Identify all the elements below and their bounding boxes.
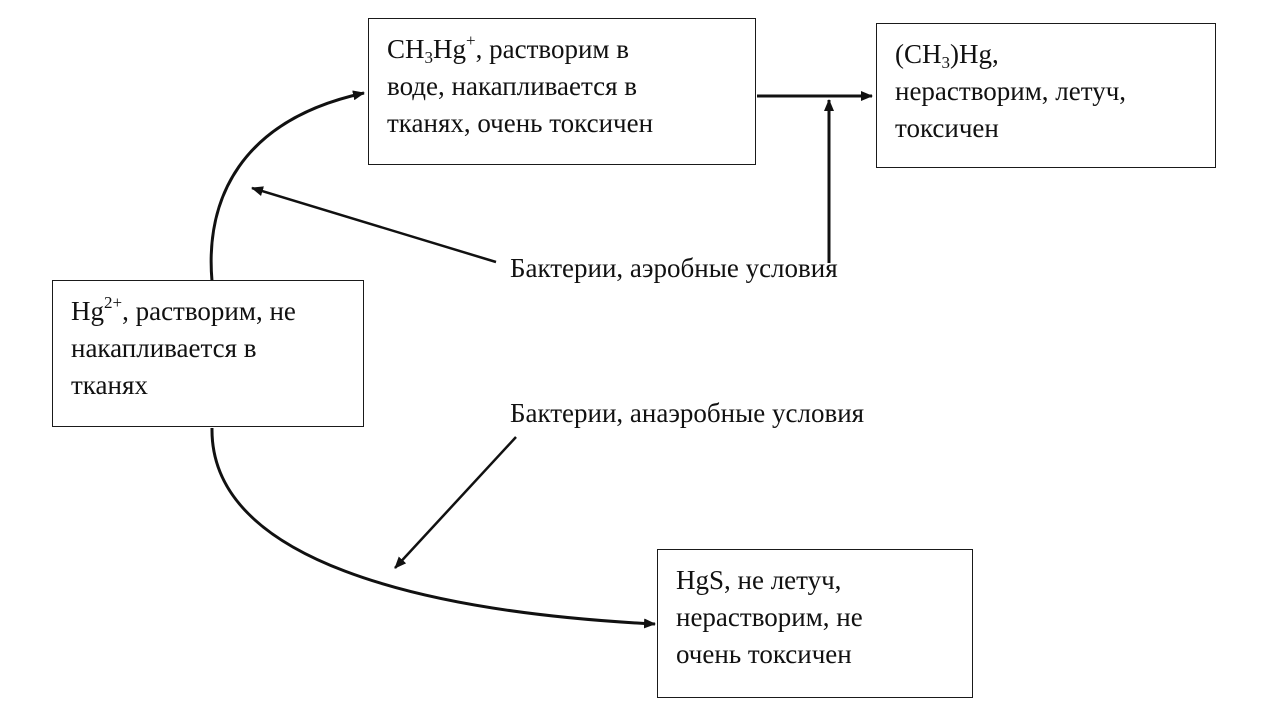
node-dimethyl-line-2: нерастворим, летуч, xyxy=(895,76,1127,106)
arrow-hg2-to-ch3hg xyxy=(209,90,365,282)
label-aerobic-bacteria: Бактерии, аэробные условия xyxy=(510,253,838,283)
node-text: , растворим, не xyxy=(122,296,296,326)
node-dimethylmercury: (CH3)Hg, нерастворим, летуч, токсичен xyxy=(876,23,1216,168)
node-hg2-line-1: Hg2+, растворим, не xyxy=(71,293,345,330)
formula-superscript: 2+ xyxy=(104,293,123,312)
node-ch3hg-line-1: CH3Hg+, растворим в xyxy=(387,31,737,68)
node-mercury-ion: Hg2+, растворим, не накапливается в ткан… xyxy=(52,280,364,427)
node-text: , растворим в xyxy=(475,34,629,64)
formula-text: CH xyxy=(387,34,425,64)
node-hgs-line-1: HgS, не летуч, xyxy=(676,565,842,595)
formula-text: (CH xyxy=(895,39,942,69)
node-hg2-line-3: тканях xyxy=(71,370,148,400)
node-hgs-line-2: нерастворим, не xyxy=(676,602,863,632)
label-anaerobic-bacteria: Бактерии, анаэробные условия xyxy=(510,398,865,428)
formula-superscript: + xyxy=(466,31,476,50)
node-mercury-sulfide: HgS, не летуч, нерастворим, не очень ток… xyxy=(657,549,973,698)
node-dimethyl-line-1: (CH3)Hg, xyxy=(895,36,1197,73)
node-ch3hg-line-3: тканях, очень токсичен xyxy=(387,108,654,138)
arrow-aerobic-to-methylation xyxy=(251,186,497,264)
arrow-anaerobic-to-hgs-reaction xyxy=(394,436,517,569)
arrow-hg2-to-hgs xyxy=(210,427,656,629)
formula-subscript: 3 xyxy=(424,48,434,67)
formula-text: Hg xyxy=(71,296,104,326)
node-methylmercury-ion: CH3Hg+, растворим в воде, накапливается … xyxy=(368,18,756,165)
node-hgs-line-3: очень токсичен xyxy=(676,639,852,669)
formula-text: )Hg, xyxy=(950,39,999,69)
formula-subscript: 3 xyxy=(941,53,951,72)
node-ch3hg-line-2: воде, накапливается в xyxy=(387,71,638,101)
node-dimethyl-line-3: токсичен xyxy=(895,113,999,143)
formula-text: Hg xyxy=(433,34,467,64)
node-hg2-line-2: накапливается в xyxy=(71,333,257,363)
